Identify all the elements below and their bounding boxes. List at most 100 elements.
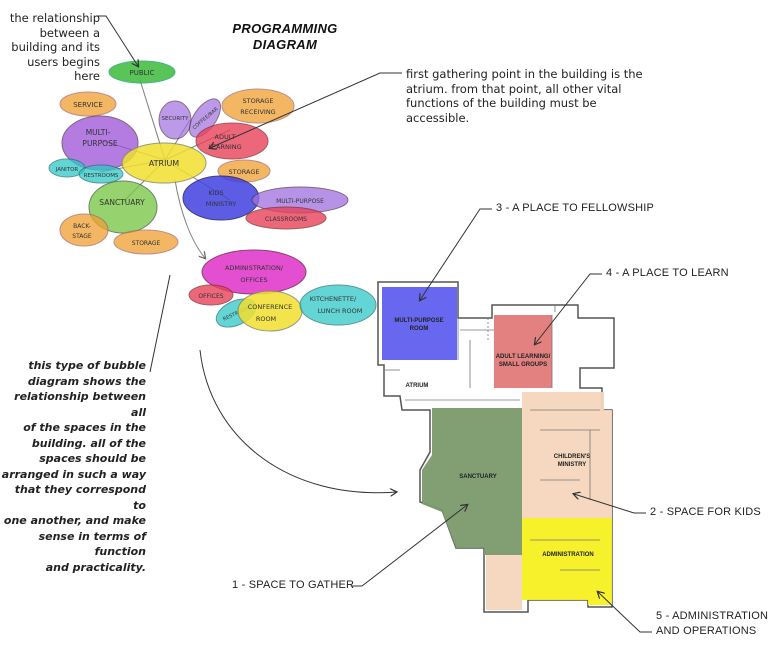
public-label: PUBLIC — [130, 69, 155, 77]
bubble-note-line-11: and practicality. — [45, 560, 146, 574]
storage-label-2: STORAGE — [229, 168, 260, 176]
receiving-label: RECEIVING — [240, 108, 275, 116]
relationship-line-1: the relationship — [9, 11, 100, 25]
relationship-leader — [96, 15, 138, 66]
bubble-note-line-6: spaces should be — [39, 452, 146, 465]
interior-walls — [385, 305, 600, 571]
janitor-label: JANITOR — [55, 167, 79, 173]
bubble-note-line-9: one another, and make — [3, 514, 146, 527]
fellowship-leader — [420, 208, 492, 300]
security-label: SECURITY — [162, 116, 190, 122]
callout-leaders — [96, 15, 652, 633]
restrooms-bubble — [78, 164, 124, 184]
sanctuary-bubble — [88, 180, 158, 234]
service-bubble — [59, 91, 117, 117]
bubble-note-leader — [149, 274, 171, 373]
classrooms-bubble — [245, 206, 327, 230]
bubble-note-line-8: that they correspond to — [14, 483, 146, 512]
kids-label-2: MINISTRY — [206, 200, 237, 208]
backstage-bubble — [59, 213, 109, 247]
bubble-note-line-10: sense in terms of function — [38, 529, 146, 559]
conference-label-2: ROOM — [256, 315, 276, 323]
relationship-line-2: between a — [39, 25, 100, 40]
admin-leader — [598, 592, 652, 633]
bubble-diagram: PUBLIC SERVICE MULTI- PURPOSE SECURITY C… — [48, 60, 377, 332]
storage-receiving-bubble — [221, 88, 295, 124]
admin-label-2: OFFICES — [240, 276, 267, 284]
adult-learning-room-label-2: SMALL GROUPS — [499, 362, 547, 368]
adult-learning-room — [494, 315, 552, 388]
bubble-note-line-7: arranged in such a way — [1, 467, 146, 481]
atrium-note-line-3: functions of the building must be — [406, 96, 597, 110]
atrium-bubble — [121, 142, 207, 184]
fellowship-callout: 3 - A PLACE TO FELLOWSHIP — [496, 202, 655, 214]
gather-leader — [352, 505, 467, 587]
bubble-note-line-4: of the spaces in the — [23, 421, 146, 434]
relationship-note: the relationship between a building and … — [0, 11, 100, 84]
atrium-label: ATRIUM — [149, 159, 180, 168]
bubble-diagram-note: this type of bubble diagram shows the re… — [0, 358, 146, 575]
admin-callout-line-1: 5 - ADMINISTRATION — [656, 610, 769, 622]
classrooms-label: CLASSROOMS — [265, 216, 307, 223]
floor-plan: MULTI-PURPOSE ROOM ADULT LEARNING/ SMALL… — [377, 281, 615, 613]
backstage-label-1: BACK- — [73, 223, 91, 230]
backstage-label-2: STAGE — [72, 233, 92, 240]
learn-leader — [535, 273, 602, 344]
multi-purpose-room-label-2: ROOM — [410, 326, 429, 332]
kitchen-label-2: LUNCH ROOM — [318, 307, 363, 315]
offices-bubble — [188, 284, 234, 306]
adult-learning-bubble — [195, 122, 269, 160]
atrium-room-label: ATRIUM — [406, 383, 429, 389]
title-line-2: DIAGRAM — [252, 37, 318, 52]
storage-label-3: STORAGE — [132, 240, 161, 247]
storage-label: STORAGE — [243, 97, 274, 105]
bubble-note-line-5: building. all of the — [31, 436, 146, 450]
kitchen-label-1: KITCHENETTE/ — [310, 295, 357, 303]
kids-label-1: KIDS — [208, 189, 223, 197]
multi-label-1: MULTI- — [86, 128, 111, 137]
coffee-bar-bubble — [188, 98, 222, 138]
bubble-note-line-3: relationship between all — [14, 390, 146, 419]
conference-label-1: CONFERENCE — [248, 303, 293, 311]
multi-label-2: PURPOSE — [82, 139, 117, 148]
bubble-to-plan-arrow — [199, 349, 396, 493]
atrium-note-line-4: accessible. — [406, 110, 470, 125]
kids-leader — [574, 494, 646, 514]
gather-callout: 1 - SPACE TO GATHER — [232, 579, 355, 591]
admin-callout-line-2: AND OPERATIONS — [656, 625, 757, 637]
bubble-note-line-2: diagram shows the — [27, 374, 146, 388]
administration-room-label: ADMINISTRATION — [542, 552, 594, 558]
relationship-line-4: users begins here — [27, 54, 100, 84]
atrium-leader — [210, 72, 402, 148]
service-label: SERVICE — [73, 101, 103, 109]
kitchenette-bubble — [299, 284, 377, 326]
title-line-1: PROGRAMMING — [232, 21, 338, 36]
learn-callout: 4 - A PLACE TO LEARN — [606, 267, 729, 279]
conference-room-bubble — [237, 290, 303, 332]
atrium-note-line-2: atrium. from that point, all other vital — [406, 81, 622, 96]
sanctuary-label: SANCTUARY — [99, 198, 145, 207]
adult-label-2: LEARNING — [208, 143, 241, 151]
storage-bubble-3 — [113, 229, 179, 255]
offices-label: OFFICES — [198, 293, 223, 300]
diagram-title: PROGRAMMING DIAGRAM — [222, 21, 348, 53]
bubble-note-line-1: this type of bubble — [28, 359, 146, 372]
childrens-ministry-room — [522, 392, 612, 518]
public-bubble — [108, 60, 176, 84]
sanctuary-room-label: SANCTUARY — [459, 474, 496, 480]
kids-callout: 2 - SPACE FOR KIDS — [650, 506, 761, 518]
multipurpose-label: MULTI-PURPOSE — [276, 198, 324, 205]
relationship-line-3: building and its — [11, 40, 100, 54]
atrium-note: first gathering point in the building is… — [406, 67, 676, 125]
kids-ministry-bubble — [182, 175, 260, 221]
childrens-ministry-label-2: MINISTRY — [558, 462, 586, 468]
admin-label-1: ADMINISTRATION/ — [225, 264, 284, 272]
adult-label-1: ADULT — [215, 133, 236, 141]
adult-learning-room-label-1: ADULT LEARNING/ — [496, 354, 551, 360]
restrooms-label: RESTROOMS — [84, 173, 119, 179]
sanctuary-room — [422, 408, 522, 555]
childrens-ministry-label-1: CHILDREN'S — [554, 454, 590, 460]
atrium-note-line-1: first gathering point in the building is… — [406, 67, 643, 81]
